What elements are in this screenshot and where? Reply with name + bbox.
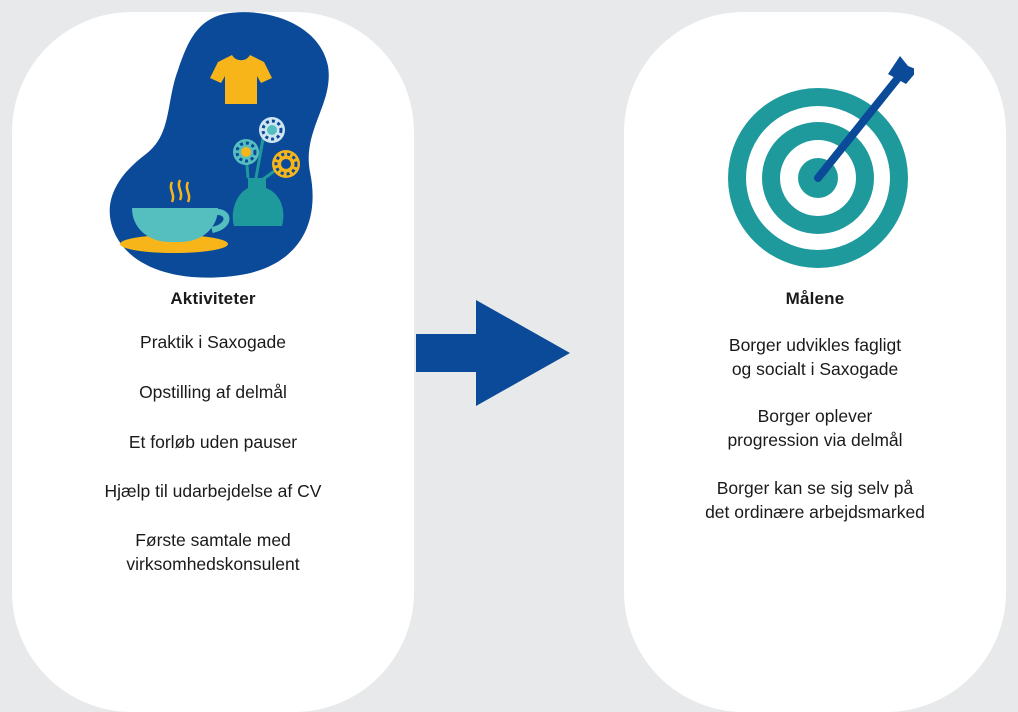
flower-icon [233, 139, 259, 165]
activity-item: Et forløb uden pauser [128, 432, 298, 452]
activity-item: Opstilling af delmål [139, 382, 287, 402]
activities-card: Aktiviteter Praktik i Saxogade Opstillin… [12, 12, 414, 712]
activity-item: Praktik i Saxogade [140, 332, 286, 352]
activities-title: Aktiviteter [170, 289, 256, 308]
flower-icon [259, 117, 285, 143]
flower-icon [272, 150, 300, 178]
goal-item: Borger kan se sig selv på [716, 478, 914, 498]
cup-icon [132, 208, 218, 242]
coffee-cup-flowers-shirt-icon [109, 12, 329, 278]
arrow-fletching-icon [888, 56, 914, 84]
activity-item: Hjælp til udarbejdelse af CV [104, 481, 322, 501]
saucer-icon [120, 235, 228, 253]
steam-icon [169, 179, 191, 203]
goal-item: det ordinære arbejdsmarked [705, 502, 925, 522]
right-arrow-icon [416, 300, 570, 406]
goals-card: Målene Borger udvikles fagligt og social… [624, 12, 1006, 712]
target-dart-icon [728, 56, 914, 268]
goals-title: Målene [785, 289, 845, 308]
activity-item: virksomhedskonsulent [126, 554, 300, 574]
goal-item: Borger udvikles fagligt [728, 335, 902, 355]
vase-icon [232, 178, 284, 226]
goal-item: og socialt i Saxogade [731, 359, 899, 379]
shirt-icon [210, 55, 272, 104]
activity-item: Første samtale med [135, 530, 291, 550]
goal-item: Borger oplever [757, 406, 873, 426]
goal-item: progression via delmål [727, 430, 903, 450]
